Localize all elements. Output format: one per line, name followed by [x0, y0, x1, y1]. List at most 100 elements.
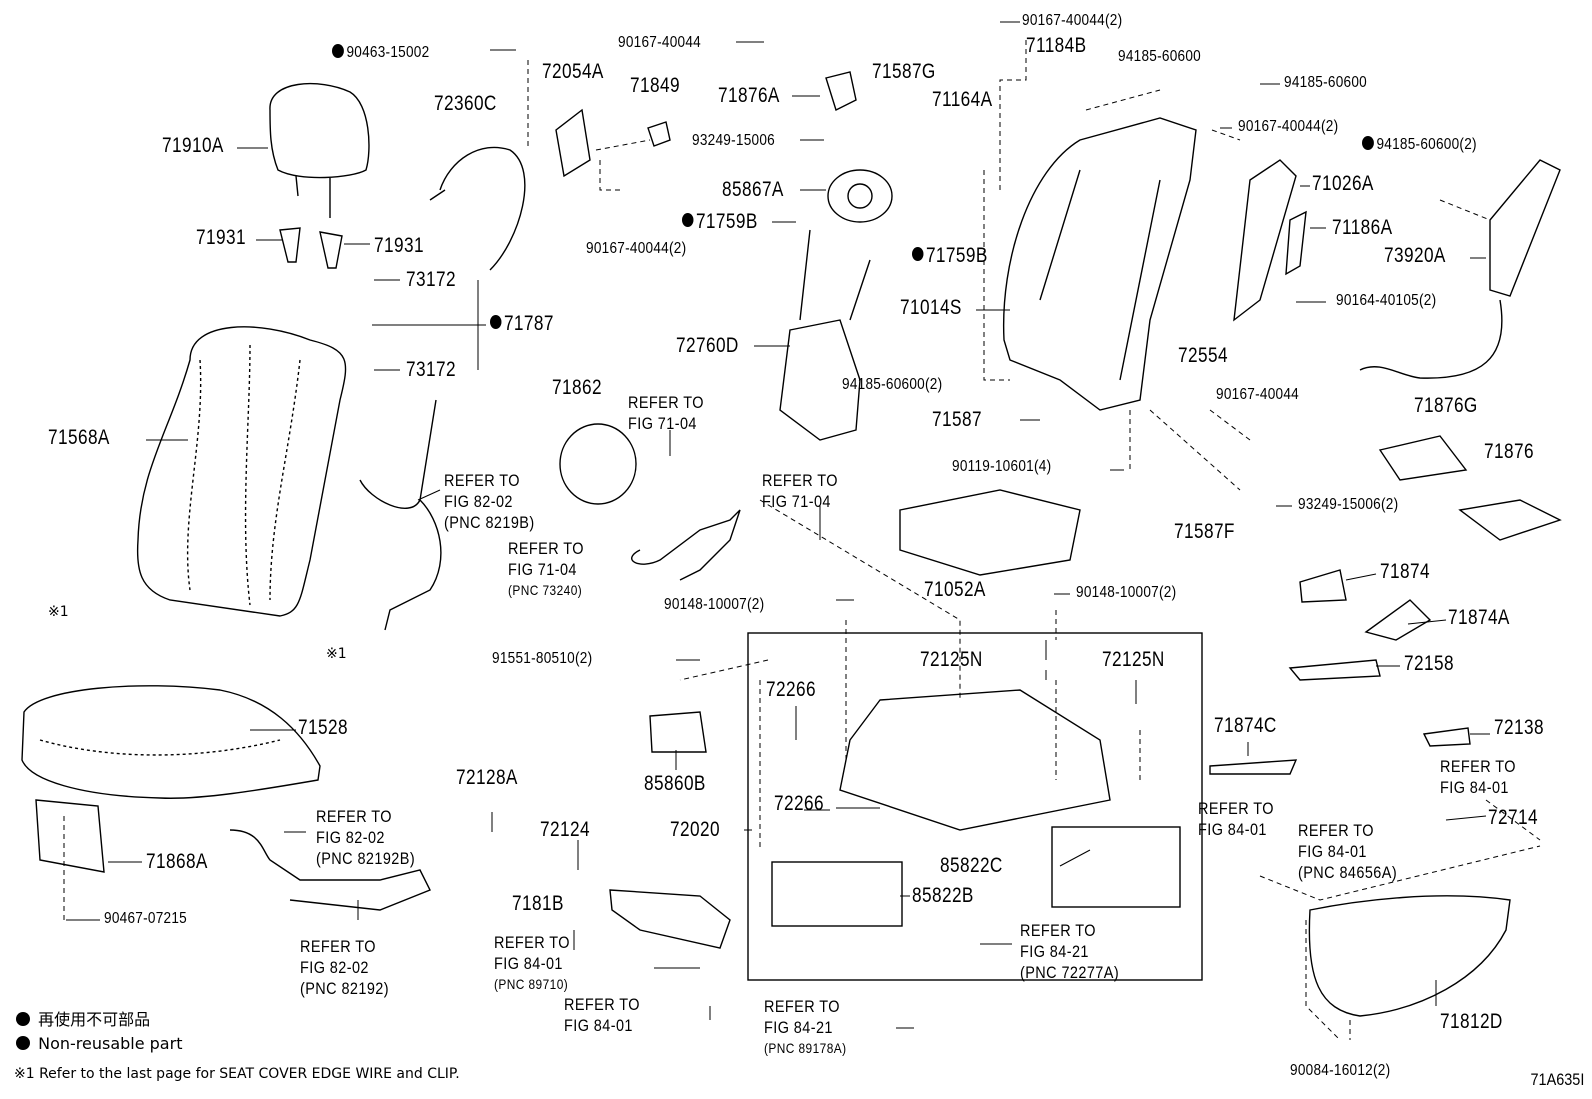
- callout-71759b-a: 71759B: [682, 210, 758, 234]
- callout-90148-10007-2-b: 90148-10007(2): [1076, 584, 1177, 601]
- note-mark-1: ※1: [48, 604, 69, 620]
- side-shield-71812d: [1308, 895, 1511, 1017]
- spring-71052a: [899, 489, 1081, 576]
- adjuster-72020: [839, 689, 1111, 831]
- callout-71874a: 71874A: [1448, 606, 1510, 629]
- callout-90167-40044-a: 90167-40044: [618, 34, 701, 51]
- non-reusable-dot-icon: [1362, 135, 1374, 150]
- callout-90167-40044-2-r: 90167-40044(2): [1238, 118, 1339, 135]
- seatback-cover-drawing: [136, 326, 347, 617]
- cable-72360c: [429, 146, 526, 271]
- headrest-drawing: [269, 82, 370, 269]
- refer-line2: FIG 84-01: [1298, 842, 1367, 861]
- callout-71862: 71862: [552, 376, 602, 399]
- note-mark-2: ※1: [326, 646, 347, 662]
- callout-71787: 71787: [490, 312, 554, 336]
- callout-71568a: 71568A: [48, 426, 110, 449]
- callout-71014s: 71014S: [900, 296, 962, 319]
- callout-71026a: 71026A: [1312, 172, 1374, 195]
- callout-71587f: 71587F: [1174, 520, 1235, 543]
- callout-93249-15006: 93249-15006: [692, 132, 775, 149]
- callout-90148-10007-2-a: 90148-10007(2): [664, 596, 765, 613]
- refer-line1: REFER TO: [508, 539, 584, 558]
- harness-mid: [631, 509, 741, 581]
- refer-line1: REFER TO: [564, 995, 640, 1014]
- refer-line1: REFER TO: [316, 807, 392, 826]
- callout-71876a: 71876A: [718, 84, 780, 107]
- callout-72138: 72138: [1494, 716, 1544, 739]
- callout-94185-60600-a: 94185-60600: [1118, 48, 1201, 65]
- seat-cushion-cover-drawing: [21, 685, 321, 799]
- callout-73172-b: 73172: [406, 358, 456, 381]
- callout-72266-b: 72266: [774, 792, 824, 815]
- callout-72554: 72554: [1178, 344, 1228, 367]
- refer-line1: REFER TO: [762, 471, 838, 490]
- refer-pnc: (PNC 89710): [494, 976, 569, 992]
- lumbar-85867a: [827, 169, 893, 223]
- callout-71812d: 71812D: [1440, 1010, 1503, 1033]
- refer-pnc: (PNC 8219B): [444, 513, 535, 532]
- callout-94185-60600-b: 94185-60600: [1284, 74, 1367, 91]
- part-71876: [1458, 499, 1562, 541]
- callout-94185-60600-2-r: 94185-60600(2): [1362, 135, 1477, 154]
- part-71874a: [1364, 599, 1432, 641]
- part-number: 90463-15002: [346, 44, 430, 61]
- callout-71587g: 71587G: [872, 60, 936, 83]
- non-reusable-dot-icon: [490, 315, 502, 330]
- legend-en: Non-reusable part: [16, 1034, 182, 1053]
- callout-93249-15006-2: 93249-15006(2): [1298, 496, 1399, 513]
- refer-line1: REFER TO: [1298, 821, 1374, 840]
- callout-71164a: 71164A: [932, 88, 993, 111]
- callout-90463-15002: 90463-15002: [332, 43, 430, 62]
- callout-71587: 71587: [932, 408, 982, 431]
- callout-72054a: 72054A: [542, 60, 604, 83]
- callout-72128a: 72128A: [456, 766, 518, 789]
- callout-71931-a: 71931: [196, 226, 246, 249]
- refer-line1: REFER TO: [1440, 757, 1516, 776]
- refer-line2: FIG 82-02: [300, 958, 369, 977]
- callout-71876g: 71876G: [1414, 394, 1478, 417]
- cover-71876a: [825, 71, 857, 111]
- back-board-73920a: [1489, 159, 1561, 297]
- refer-fig-84-01-e: REFER TO FIG 84-01 (PNC 84656A): [1298, 820, 1397, 883]
- callout-71931-b: 71931: [374, 234, 424, 257]
- non-reusable-dot-icon: [332, 43, 344, 58]
- legend-jp: 再使用不可部品: [16, 1006, 150, 1030]
- refer-line1: REFER TO: [1198, 799, 1274, 818]
- refer-line1: REFER TO: [764, 997, 840, 1016]
- callout-71874c: 71874C: [1214, 714, 1277, 737]
- non-reusable-dot-icon: [912, 247, 924, 262]
- refer-line1: REFER TO: [300, 937, 376, 956]
- refer-pnc: (PNC 89178A): [764, 1040, 847, 1056]
- refer-pnc: (PNC 84656A): [1298, 863, 1398, 882]
- callout-7181b: 7181B: [512, 892, 564, 915]
- callout-72125n-a: 72125N: [920, 648, 983, 671]
- refer-line2: FIG 82-02: [316, 828, 385, 847]
- refer-line2: FIG 84-21: [1020, 942, 1089, 961]
- callout-90167-40044-2-top: 90167-40044(2): [1022, 12, 1123, 29]
- callout-72125n-b: 72125N: [1102, 648, 1165, 671]
- refer-line1: REFER TO: [444, 471, 520, 490]
- motor-box-85822b: [771, 861, 903, 927]
- non-reusable-dot-icon: [16, 1035, 30, 1050]
- callout-72360c: 72360C: [434, 92, 497, 115]
- refer-line2: FIG 84-21: [764, 1018, 833, 1037]
- callout-71759b-b: 71759B: [912, 244, 988, 268]
- label-71849: [647, 121, 671, 147]
- refer-line2: FIG 82-02: [444, 492, 513, 511]
- callout-72020: 72020: [670, 818, 720, 841]
- adjuster-box-72020: [747, 632, 1203, 981]
- callout-90167-40044-b: 90167-40044: [1216, 386, 1299, 403]
- seatback-frame-71014s: [1002, 117, 1197, 411]
- callout-71910a: 71910A: [162, 134, 224, 157]
- callout-85822c: 85822C: [940, 854, 1003, 877]
- callout-71184b: 71184B: [1026, 34, 1087, 57]
- callout-71528: 71528: [298, 716, 348, 739]
